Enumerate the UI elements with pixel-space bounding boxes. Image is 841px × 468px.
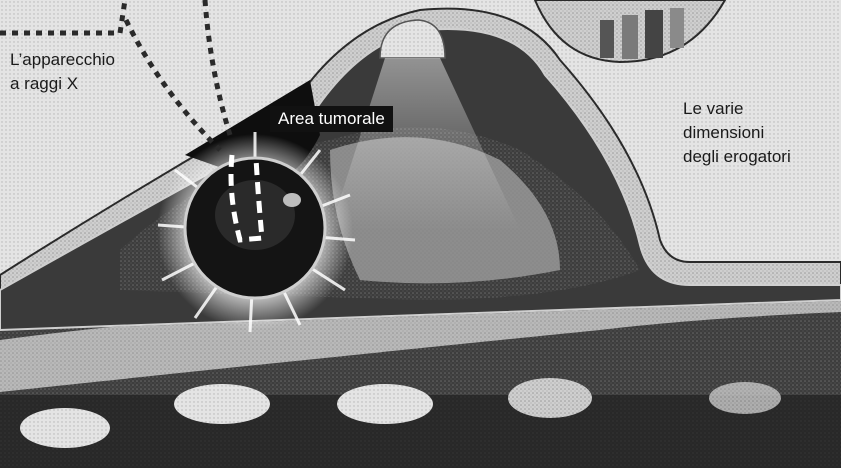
- applicator-sizes-label-line: degli erogatori: [683, 145, 791, 169]
- xray-device-label-line: a raggi X: [10, 72, 115, 96]
- lobule: [709, 382, 781, 414]
- applicator-sizes-label: Le varie dimensioni degli erogatori: [683, 97, 791, 169]
- applicator-tip: [283, 193, 301, 207]
- applicator-sizes-label-line: dimensioni: [683, 121, 791, 145]
- xray-device-label-line: L’apparecchio: [10, 48, 115, 72]
- lobule: [174, 384, 270, 424]
- tumor-area-label: Area tumorale: [270, 106, 393, 132]
- lobule: [20, 408, 110, 448]
- lobule: [508, 378, 592, 418]
- lobule: [337, 384, 433, 424]
- xray-device-label: L’apparecchio a raggi X: [10, 48, 115, 96]
- applicator-sizes-label-line: Le varie: [683, 97, 791, 121]
